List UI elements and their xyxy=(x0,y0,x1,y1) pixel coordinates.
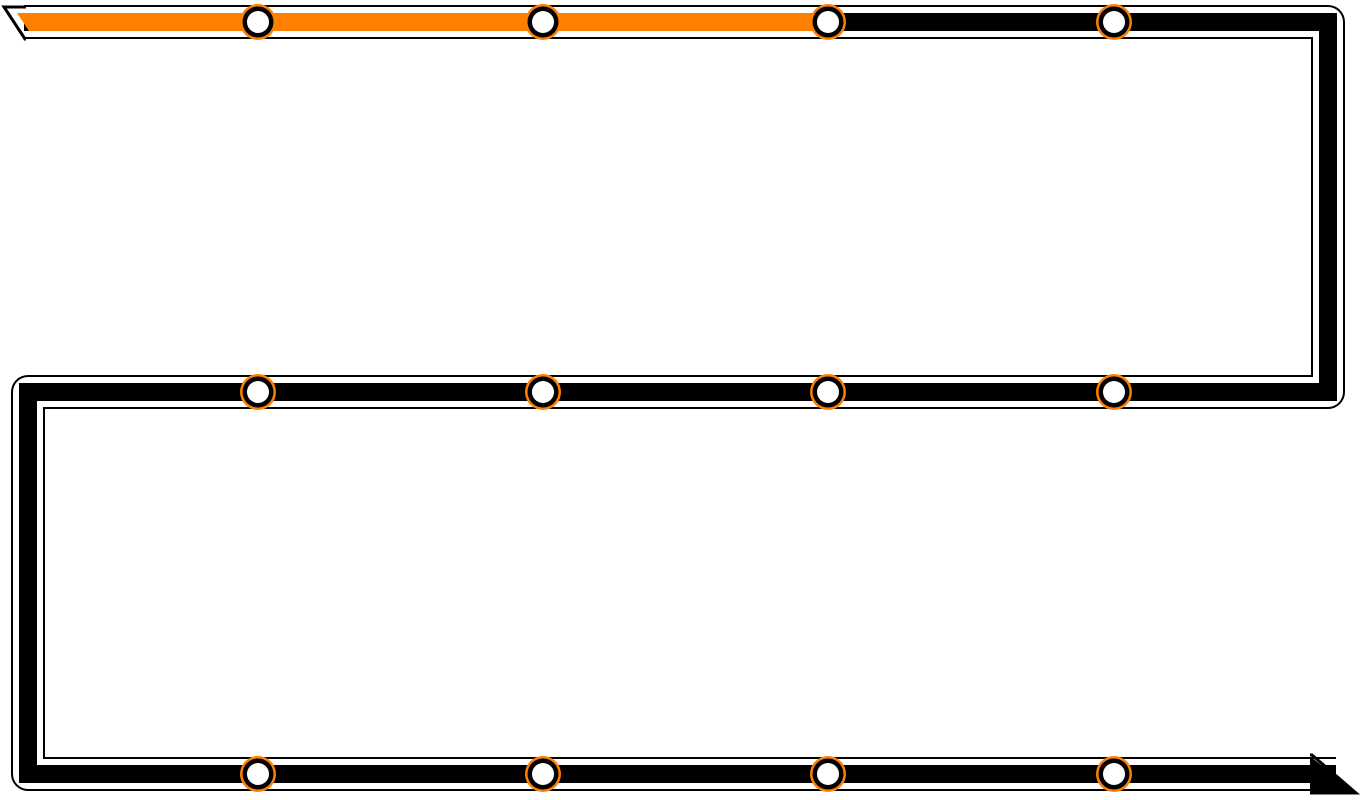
milestone-node xyxy=(1096,756,1132,792)
node-center xyxy=(817,381,839,403)
milestone-node xyxy=(810,374,846,410)
milestone-node xyxy=(525,756,561,792)
node-center xyxy=(1103,763,1125,785)
milestone-node xyxy=(240,4,276,40)
milestone-node xyxy=(525,374,561,410)
progress-fill xyxy=(17,13,828,31)
milestone-node xyxy=(810,756,846,792)
node-center xyxy=(532,11,554,33)
track-start-edge xyxy=(1,5,27,41)
node-center xyxy=(1103,381,1125,403)
node-center xyxy=(817,11,839,33)
milestone-node xyxy=(1096,4,1132,40)
node-center xyxy=(817,763,839,785)
progress-bar xyxy=(17,13,828,31)
node-center xyxy=(247,381,269,403)
milestone-node xyxy=(240,756,276,792)
node-center xyxy=(247,11,269,33)
track-band xyxy=(12,13,1337,783)
node-center xyxy=(532,381,554,403)
node-center xyxy=(247,763,269,785)
milestone-nodes xyxy=(240,4,1132,792)
milestone-node xyxy=(525,4,561,40)
track-end-edge xyxy=(1310,753,1361,795)
node-center xyxy=(1103,11,1125,33)
milestone-node xyxy=(1096,374,1132,410)
milestone-node xyxy=(240,374,276,410)
node-center xyxy=(532,763,554,785)
milestone-node xyxy=(810,4,846,40)
